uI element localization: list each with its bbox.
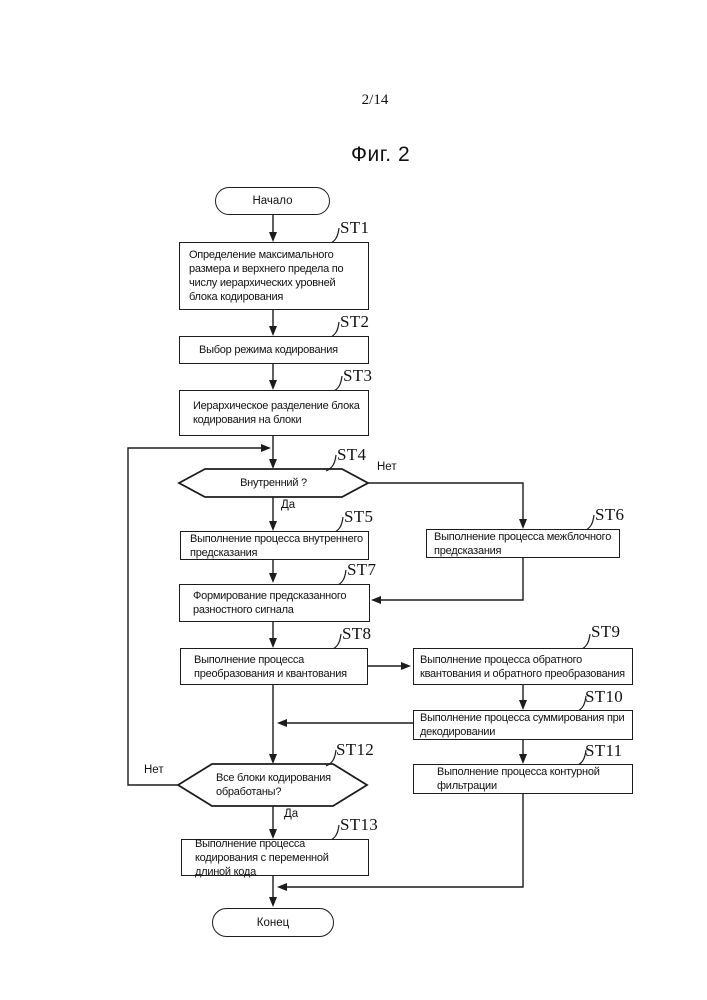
- decision-st4-shape: [177, 468, 370, 498]
- arrowhead-into-st12: [269, 754, 277, 764]
- process-st3-text: Иерархическое разделение блока кодирован…: [193, 400, 360, 426]
- process-st2: Выбор режима кодирования: [179, 336, 369, 364]
- terminal-start: Начало: [215, 187, 330, 215]
- tag-st9: ST9: [591, 622, 621, 641]
- terminal-end: Конец: [212, 908, 334, 937]
- decision-st4-text: Внутренний ?: [240, 477, 307, 489]
- tag-st4: ST4: [337, 445, 367, 464]
- tag-leader-st12: [325, 749, 337, 767]
- tag-st7: ST7: [347, 560, 377, 579]
- process-st8-text: Выполнение процесса преобразования и ква…: [194, 653, 347, 680]
- tag-st3: ST3: [343, 366, 373, 385]
- arrowhead-into-st7-right: [371, 596, 381, 604]
- branch-st12-yes: Да: [284, 808, 299, 820]
- edge-st11-merge: [287, 793, 524, 888]
- edge-st12-no-loop: [127, 447, 261, 786]
- page-number: 2/14: [361, 92, 389, 108]
- process-st10: Выполнение процесса суммирования при дек…: [413, 710, 633, 740]
- process-st1: Определение максимального размера и верх…: [179, 242, 369, 310]
- arrowhead-into-st4: [269, 459, 277, 469]
- process-st9: Выполнение процесса обратного квантовани…: [413, 648, 633, 685]
- process-st13: Выполнение процесса кодирования с переме…: [181, 837, 369, 878]
- arrowhead-st10-merge: [277, 719, 287, 727]
- tag-st5: ST5: [344, 507, 374, 526]
- arrowhead-into-st13: [269, 829, 277, 839]
- process-st8: Выполнение процесса преобразования и ква…: [180, 648, 368, 685]
- arrowhead-into-end: [269, 897, 277, 907]
- arrowhead-into-st2: [269, 326, 277, 336]
- tag-st1: ST1: [340, 218, 370, 237]
- tag-st11: ST11: [585, 741, 623, 760]
- edge-st6-st7: [381, 557, 524, 601]
- edge-st4-no-st6: [368, 482, 524, 520]
- branch-st4-no: Нет: [377, 461, 397, 473]
- arrowhead-into-st8: [269, 638, 277, 648]
- tag-st12: ST12: [336, 740, 375, 759]
- decision-st12-text: Все блоки кодирования обработаны?: [216, 772, 331, 798]
- tag-st13: ST13: [340, 815, 379, 834]
- process-st11-text: Выполнение процесса контурной фильтрации: [437, 766, 600, 792]
- decision-st12-shape: [176, 763, 369, 807]
- process-st10-text: Выполнение процесса суммирования при дек…: [420, 712, 625, 738]
- process-st5-text: Выполнение процесса внутреннего предсказ…: [190, 532, 363, 559]
- process-st13-text: Выполнение процесса кодирования с переме…: [195, 837, 329, 878]
- arrowhead-into-st11: [519, 754, 527, 764]
- process-st1-text: Определение максимального размера и верх…: [189, 249, 344, 303]
- process-st6: Выполнение процесса межблочного предсказ…: [426, 529, 620, 558]
- arrowhead-into-st5: [269, 521, 277, 531]
- branch-st12-no: Нет: [144, 764, 164, 776]
- tag-leader-st4: [325, 454, 337, 472]
- tag-st6: ST6: [595, 505, 625, 524]
- process-st9-text: Выполнение процесса обратного квантовани…: [420, 653, 625, 680]
- tag-st8: ST8: [342, 624, 372, 643]
- arrowhead-loop-merge: [261, 444, 271, 452]
- arrowhead-into-st9: [401, 662, 411, 670]
- tag-st2: ST2: [340, 312, 370, 331]
- arrowhead-st11-merge: [277, 883, 287, 891]
- arrowhead-into-st1: [269, 232, 277, 242]
- branch-st4-yes: Да: [281, 499, 296, 511]
- arrowhead-into-st10: [519, 700, 527, 710]
- process-st2-text: Выбор режима кодирования: [199, 344, 338, 356]
- process-st3: Иерархическое разделение блока кодирован…: [179, 390, 369, 436]
- process-st6-text: Выполнение процесса межблочного предсказ…: [434, 530, 612, 557]
- arrowhead-into-st3: [269, 380, 277, 390]
- arrowhead-into-st7-top: [269, 573, 277, 583]
- tag-st10: ST10: [585, 687, 624, 706]
- arrowhead-into-st6: [519, 519, 527, 529]
- process-st5: Выполнение процесса внутреннего предсказ…: [180, 531, 369, 560]
- process-st11: Выполнение процесса контурной фильтрации: [413, 764, 633, 794]
- process-st7: Формирование предсказанного разностного …: [179, 584, 370, 622]
- process-st7-text: Формирование предсказанного разностного …: [193, 590, 347, 616]
- figure-title: Фиг. 2: [351, 143, 411, 166]
